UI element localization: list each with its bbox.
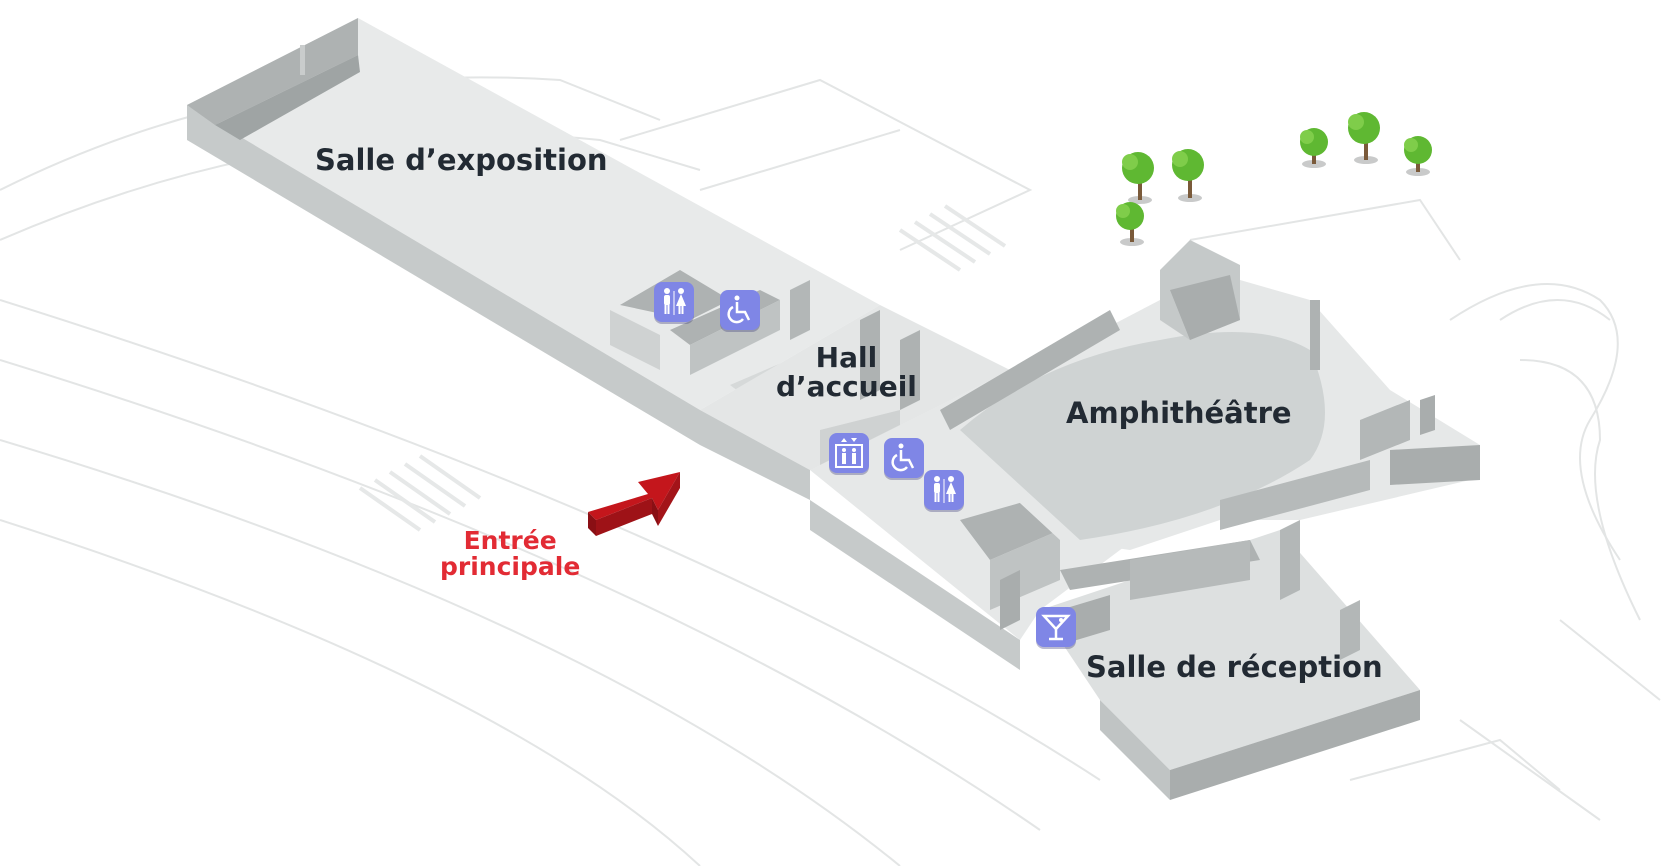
- building-amphitheatre: [930, 240, 1480, 550]
- label-amphitheatre: Amphithéâtre: [1066, 396, 1292, 430]
- label-entrance-line1: Entrée: [463, 526, 557, 555]
- tree-icon: [1300, 128, 1328, 168]
- label-entree-principale: Entrée principale: [440, 526, 581, 582]
- trees: [1116, 112, 1432, 246]
- label-salle-reception: Salle de réception: [1086, 650, 1383, 684]
- surrounding-outlines: [0, 76, 1661, 866]
- elevator-icon: [829, 433, 869, 473]
- tree-icon: [1122, 152, 1154, 204]
- label-hall-accueil: Hall d’accueil: [776, 343, 917, 402]
- label-hall-line2: d’accueil: [776, 370, 917, 404]
- building-exposition: [187, 18, 880, 445]
- tree-icon: [1348, 112, 1380, 164]
- restroom-icon: [654, 282, 694, 322]
- crosswalk: [358, 204, 1007, 532]
- label-entrance-line2: principale: [440, 552, 581, 582]
- label-salle-exposition: Salle d’exposition: [315, 143, 608, 177]
- cocktail-icon: [1036, 607, 1076, 647]
- wheelchair-icon: [720, 290, 760, 330]
- wheelchair-icon: [884, 438, 924, 478]
- tree-icon: [1172, 149, 1204, 202]
- tree-icon: [1404, 136, 1432, 176]
- label-hall-line1: Hall: [815, 341, 878, 374]
- building-reception: [1040, 520, 1420, 800]
- tree-icon: [1116, 202, 1144, 246]
- restroom-icon: [924, 470, 964, 510]
- entrance-arrow-icon: [588, 472, 680, 536]
